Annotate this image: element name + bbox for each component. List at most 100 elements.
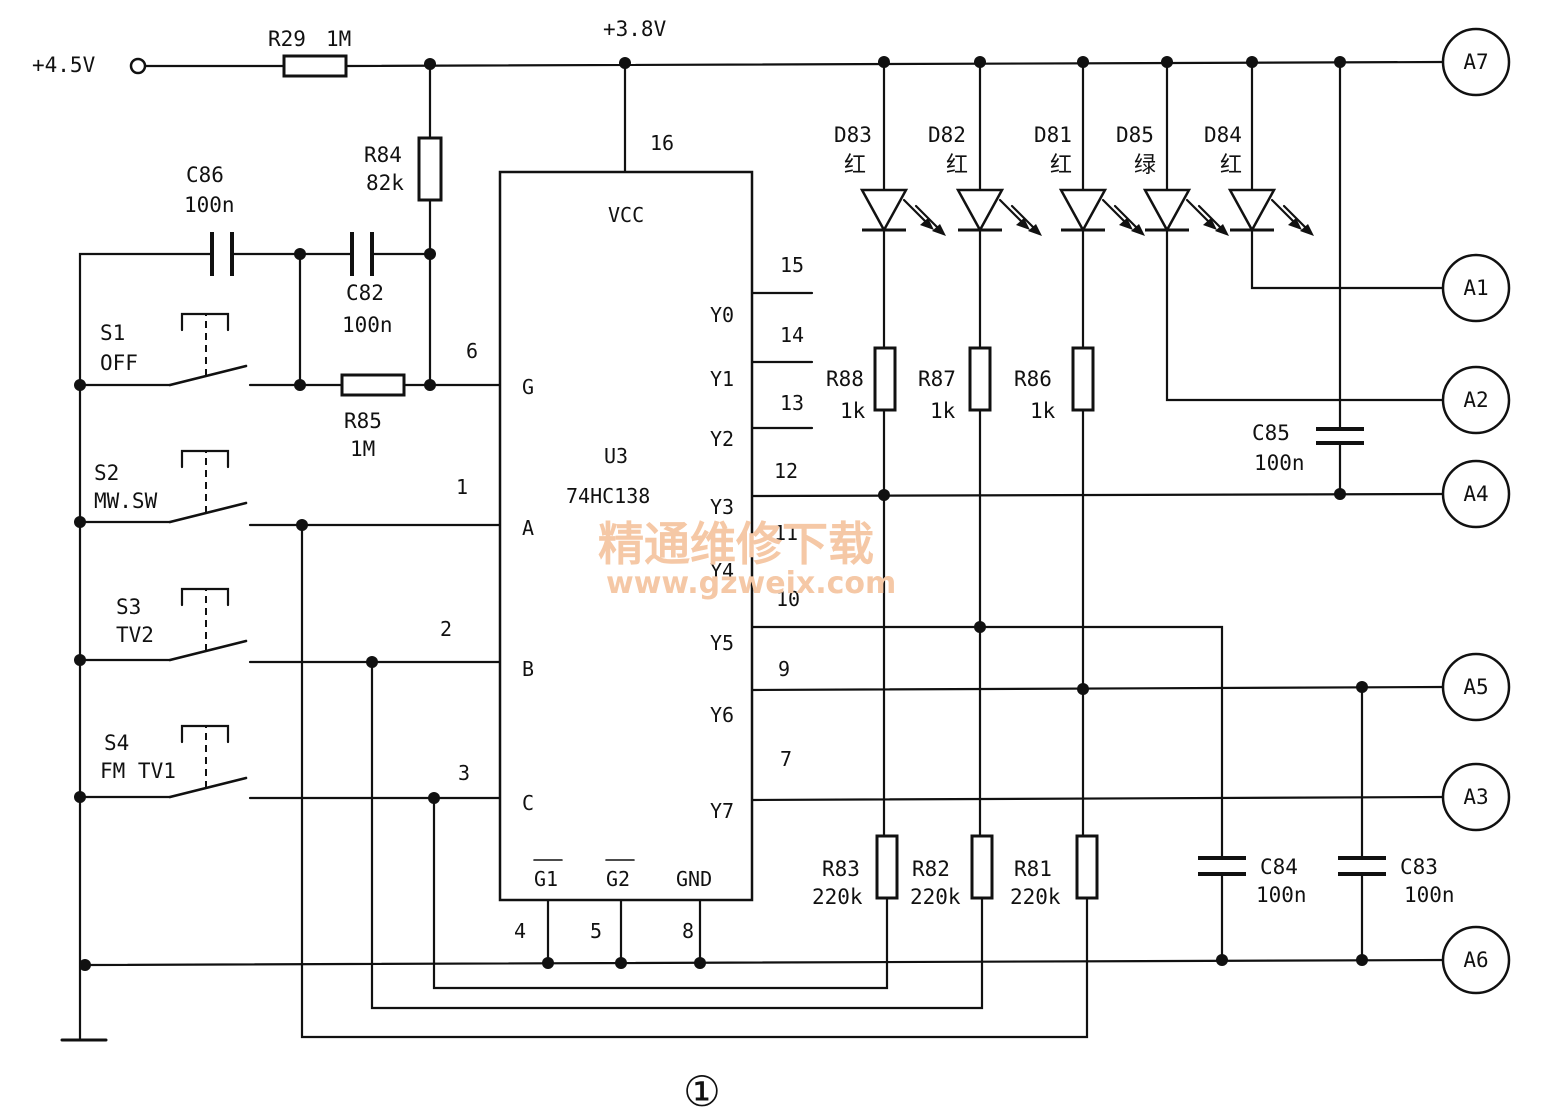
d82-color: 红 [946,153,968,178]
ic-a-label: A [522,516,534,540]
d81-ref: D81 [1034,123,1072,147]
watermark-url: www.gzweix.com [606,566,896,601]
pin-number-y4: 11 [774,521,798,545]
resistor-r83 [875,834,899,900]
ic-output-y1: Y1 [710,367,734,391]
pin-number-y1: 14 [780,323,804,347]
c83-value: 100n [1404,883,1455,907]
ic-output-y0: Y0 [710,303,734,327]
connectors [1441,27,1511,995]
pin-number-b: 2 [440,617,452,641]
r83-ref: R83 [822,857,860,881]
s1-label: OFF [100,351,138,375]
pin-number-gnd: 8 [682,919,694,943]
connector-a7: A7 [1463,50,1488,74]
pin-number-y3: 12 [774,459,798,483]
resistor-r81 [1075,834,1099,900]
resistor-r86 [1071,346,1095,412]
c82-ref: C82 [346,281,384,305]
r84-ref: R84 [364,143,402,167]
r87-value: 1k [930,399,956,423]
r84-value: 82k [366,171,404,195]
pin-number-y2: 13 [780,391,804,415]
r85-ref: R85 [344,409,382,433]
resistor-r84 [417,136,443,202]
connector-a6: A6 [1463,948,1488,972]
s3-label: TV2 [116,623,154,647]
r86-value: 1k [1030,399,1056,423]
r86-ref: R86 [1014,367,1052,391]
r81-value: 220k [1010,885,1061,909]
connector-a2: A2 [1463,388,1488,412]
ic-output-y2: Y2 [710,427,734,451]
c84-value: 100n [1256,883,1307,907]
pin-number-g2: 5 [590,919,602,943]
c86-value: 100n [184,193,235,217]
led-d82 [955,188,1042,236]
s4-label: FM TV1 [100,759,176,783]
ic-74hc138 [498,170,754,902]
c83-ref: C83 [1400,855,1438,879]
s2-label: MW.SW [94,489,158,513]
switch-s4 [168,724,248,799]
capacitor-c84 [1198,856,1246,876]
r87-ref: R87 [918,367,956,391]
resistor-r82 [970,834,994,900]
resistor-r87 [968,346,992,412]
c86-ref: C86 [186,163,224,187]
led-d83 [859,188,946,236]
switch-s2 [168,449,248,524]
pin-number-c: 3 [458,761,470,785]
d81-color: 红 [1050,153,1072,178]
resistor-r88 [873,346,897,412]
c85-value: 100n [1254,451,1305,475]
ic-output-y5: Y5 [710,631,734,655]
ic-part-number: 74HC138 [566,484,650,508]
c84-ref: C84 [1260,855,1298,879]
ic-c-label: C [522,791,534,815]
c85-ref: C85 [1252,421,1290,445]
ic-g2-label: G2 [606,867,630,891]
capacitor-c82 [350,232,374,276]
ic-output-y4: Y4 [710,559,734,583]
figure-label: ① [683,1067,721,1113]
ic-output-y3: Y3 [710,495,734,519]
connector-a5: A5 [1463,675,1488,699]
r88-value: 1k [840,399,866,423]
s3-ref: S3 [116,595,141,619]
connector-a4: A4 [1463,482,1488,506]
pin-number-y0: 15 [780,253,804,277]
switch-s3 [168,587,248,662]
s4-ref: S4 [104,731,129,755]
r82-value: 220k [910,885,961,909]
ic-output-y7: Y7 [710,799,734,823]
capacitor-c85 [1316,427,1364,445]
d85-color: 绿 [1134,153,1156,178]
d85-ref: D85 [1116,123,1154,147]
connector-a1: A1 [1463,276,1488,300]
d82-ref: D82 [928,123,966,147]
ic-g-label: G [522,375,534,399]
ic-ref: U3 [604,444,628,468]
pin-number-y6: 9 [778,657,790,681]
r88-ref: R88 [826,367,864,391]
pin-number-a: 1 [456,475,468,499]
d84-ref: D84 [1204,123,1242,147]
ic-g1-label: G1 [534,867,558,891]
ic-output-y6: Y6 [710,703,734,727]
capacitor-c86 [210,232,234,276]
r81-ref: R81 [1014,857,1052,881]
resistor-r85 [340,373,406,397]
r82-ref: R82 [912,857,950,881]
d83-color: 红 [844,153,866,178]
led-d84 [1227,188,1314,236]
resistor-r29 [282,54,348,78]
s2-ref: S2 [94,461,119,485]
junctions [74,56,1368,971]
r29-value: 1M [326,27,351,51]
pin-number-y5: 10 [776,587,800,611]
s1-ref: S1 [100,321,125,345]
pin-number-g: 6 [466,339,478,363]
d83-ref: D83 [834,123,872,147]
